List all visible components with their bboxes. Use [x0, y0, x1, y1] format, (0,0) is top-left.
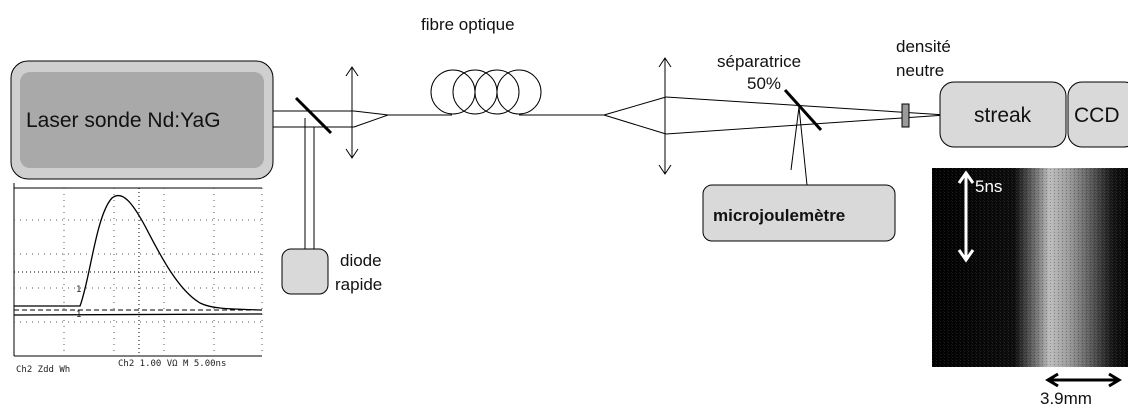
scope-marker-2: 1	[76, 310, 81, 320]
separatrice-label-line1: séparatrice	[717, 52, 801, 71]
laser-box: Laser sonde Nd:YaG	[10, 60, 274, 180]
time-scale-label: 5ns	[975, 177, 1002, 196]
diode-label-line1: diode	[340, 251, 382, 270]
meter-beam	[790, 106, 808, 186]
pickoff-mirror	[294, 96, 333, 135]
collimated-beam	[603, 96, 947, 135]
fibre-optique	[388, 69, 604, 116]
scope-readout: Ch2 1.00 VΩ M 5.00ns	[118, 359, 226, 369]
streak-image	[932, 168, 1128, 367]
scope-footer: Ch2 Zdd Wh	[16, 365, 70, 375]
space-scale-label: 3.9mm	[1040, 389, 1092, 408]
ccd-box: CCD	[1067, 81, 1128, 148]
laser-beam	[273, 110, 389, 128]
separatrice-label-line2: 50%	[747, 74, 781, 93]
diode-beam	[304, 118, 315, 249]
microjoulemetre-box: microjoulemètre	[702, 184, 896, 242]
densite-label-line2: neutre	[896, 61, 944, 80]
streak-label: streak	[974, 104, 1032, 127]
fibre-label: fibre optique	[421, 15, 515, 34]
microjoulemetre-label: microjoulemètre	[713, 206, 845, 225]
densite-label-line1: densité	[896, 37, 951, 56]
time-scale-arrow	[957, 170, 975, 263]
streak-box: streak	[939, 81, 1067, 148]
scope-marker-1: 1	[76, 285, 81, 295]
ccd-label: CCD	[1074, 104, 1120, 127]
diode-label-line2: rapide	[335, 275, 382, 294]
lens-1-icon	[345, 66, 359, 159]
oscilloscope-screen: 1 1 Ch2 1.00 VΩ M 5.00ns Ch2 Zdd Wh	[12, 183, 266, 375]
diode-box	[281, 248, 329, 295]
beam-splitter	[783, 88, 823, 132]
lens-2-icon	[658, 57, 672, 175]
space-scale-arrow	[1045, 372, 1122, 388]
neutral-density-filter	[901, 103, 910, 128]
laser-label: Laser sonde Nd:YaG	[26, 109, 221, 132]
